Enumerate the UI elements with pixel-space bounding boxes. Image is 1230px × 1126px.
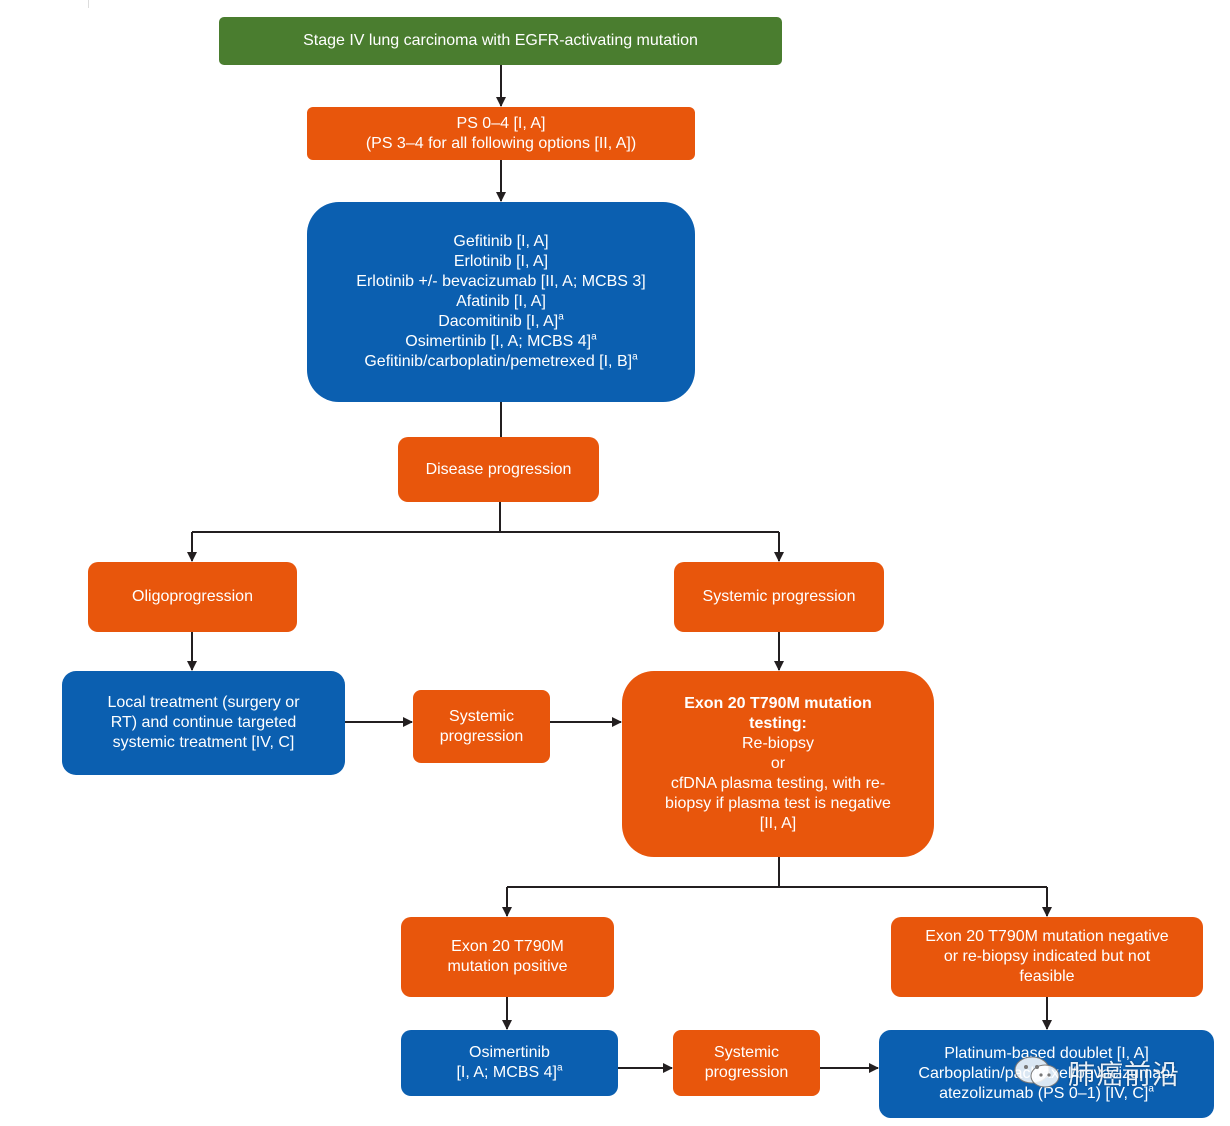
- systemic-progression-bottom-line: progression: [704, 1064, 789, 1081]
- ps-node: PS 0–4 [I, A] (PS 3–4 for all following …: [307, 107, 695, 160]
- first-line-item: Gefitinib [I, A]: [453, 233, 549, 250]
- oligoprogression-label: Oligoprogression: [132, 588, 253, 605]
- footnote-marker: a: [591, 331, 597, 343]
- t790m-positive-line: Exon 20 T790M: [451, 938, 564, 955]
- systemic-progression-bottom-line: Systemic: [714, 1044, 779, 1061]
- systemic-progression-mid-line: progression: [439, 727, 524, 745]
- local-treatment-line: RT) and continue targeted: [110, 714, 297, 731]
- local-treatment-line: Local treatment (surgery or: [107, 694, 300, 711]
- platinum-doublet-node: Platinum-based doublet [I, A] Carboplati…: [879, 1030, 1214, 1118]
- footnote-marker: a: [632, 351, 638, 363]
- ps-line-2: (PS 3–4 for all following options [II, A…: [365, 134, 637, 152]
- platinum-line-1: Platinum-based doublet [I, A]: [944, 1045, 1149, 1062]
- systemic-progression-mid-node: Systemic progression: [413, 690, 550, 763]
- first-line-item: Gefitinib/carboplatin/pemetrexed [I, B]a: [364, 351, 638, 370]
- t790m-testing-node: Exon 20 T790M mutation testing: Re-biops…: [622, 671, 934, 857]
- osimertinib-line-1: Osimertinib: [469, 1044, 550, 1061]
- systemic-progression-bottom-node: Systemic progression: [673, 1030, 820, 1096]
- t790m-testing-title: Exon 20 T790M mutation: [684, 695, 872, 712]
- t790m-negative-line: feasible: [1019, 968, 1075, 985]
- t790m-negative-line: or re-biopsy indicated but not: [943, 948, 1151, 965]
- t790m-negative-line: Exon 20 T790M mutation negative: [925, 928, 1169, 945]
- first-line-item: Osimertinib [I, A; MCBS 4]a: [405, 331, 597, 350]
- t790m-testing-line: biopsy if plasma test is negative: [665, 795, 891, 812]
- footnote-marker: a: [556, 1062, 563, 1074]
- osimertinib-node: Osimertinib [I, A; MCBS 4]a: [401, 1030, 618, 1096]
- disease-progression-node: Disease progression: [398, 437, 599, 502]
- platinum-line-3: atezolizumab (PS 0–1) [IV, C]a: [939, 1083, 1154, 1102]
- watermark-text: 肺癌前沿: [1068, 1059, 1180, 1091]
- local-treatment-node: Local treatment (surgery or RT) and cont…: [62, 671, 345, 775]
- first-line-item: Dacomitinib [I, A]a: [438, 311, 564, 330]
- footnote-marker: a: [1148, 1083, 1154, 1095]
- t790m-positive-line: mutation positive: [447, 958, 568, 975]
- systemic-progression-mid-line: Systemic: [449, 707, 514, 725]
- first-line-item: Erlotinib +/- bevacizumab [II, A; MCBS 3…: [356, 273, 646, 290]
- first-line-item: Erlotinib [I, A]: [453, 253, 549, 270]
- systemic-progression-label: Systemic progression: [702, 588, 856, 605]
- t790m-negative-node: Exon 20 T790M mutation negative or re-bi…: [891, 917, 1203, 997]
- disease-progression-label: Disease progression: [425, 460, 572, 478]
- first-line-treatment-node: Gefitinib [I, A] Erlotinib [I, A] Erloti…: [307, 202, 695, 402]
- osimertinib-line-2: [I, A; MCBS 4]a: [456, 1062, 563, 1081]
- t790m-testing-title: testing:: [749, 715, 807, 732]
- systemic-progression-node: Systemic progression: [674, 562, 884, 632]
- root-label: Stage IV lung carcinoma with EGFR-activa…: [303, 32, 698, 49]
- watermark: 肺癌前沿: [1012, 1052, 1180, 1092]
- oligoprogression-node: Oligoprogression: [88, 562, 297, 632]
- t790m-testing-line: Re-biopsy: [741, 735, 815, 752]
- wechat-logo-icon: [1012, 1054, 1064, 1090]
- root-node: Stage IV lung carcinoma with EGFR-activa…: [219, 17, 782, 65]
- t790m-positive-node: Exon 20 T790M mutation positive: [401, 917, 614, 997]
- first-line-item: Afatinib [I, A]: [456, 293, 546, 310]
- t790m-testing-line: [II, A]: [759, 815, 797, 832]
- edge-tick-mark: [88, 0, 89, 8]
- t790m-testing-line: cfDNA plasma testing, with re-: [670, 775, 886, 792]
- ps-line-1: PS 0–4 [I, A]: [456, 114, 546, 132]
- local-treatment-line: systemic treatment [IV, C]: [112, 734, 295, 751]
- t790m-testing-line: or: [770, 755, 786, 772]
- footnote-marker: a: [558, 311, 564, 323]
